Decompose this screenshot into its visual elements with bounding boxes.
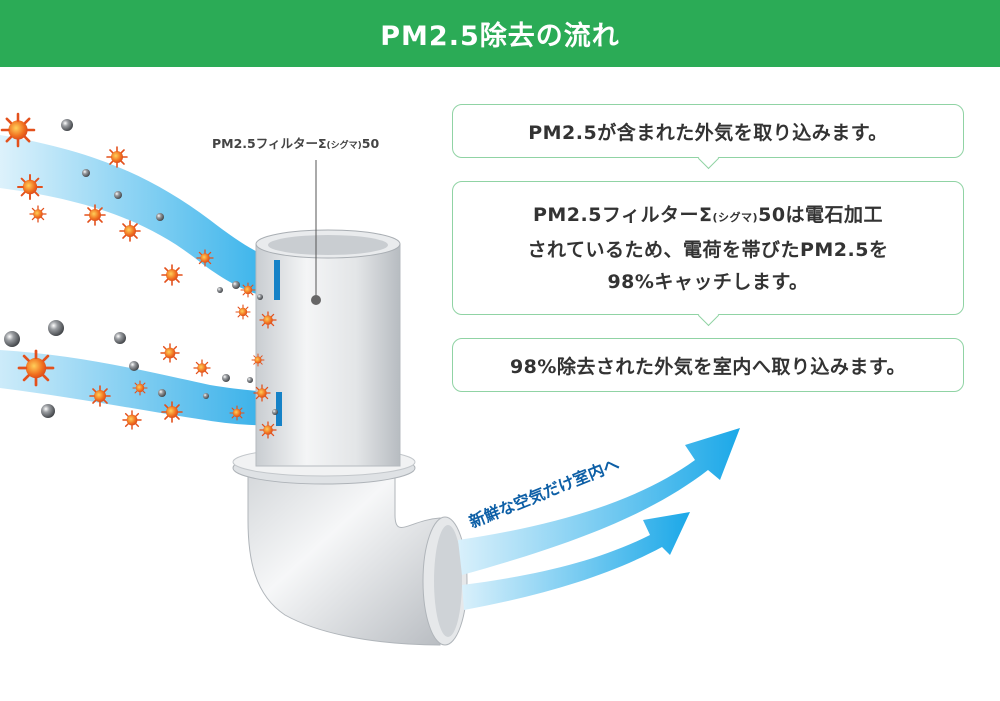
upper-inlet bbox=[274, 260, 280, 300]
dust-particles bbox=[4, 119, 278, 418]
step-2-line-3: 98%キャッチします。 bbox=[607, 270, 809, 293]
elbow-pipe bbox=[247, 469, 441, 646]
filter-pointer-dot bbox=[311, 295, 321, 305]
step-3-callout: 98%除去された外気を室内へ取り込みます。 bbox=[452, 338, 964, 392]
upper-air-stream bbox=[0, 135, 280, 300]
filter-pipe bbox=[255, 243, 401, 467]
step-1-text: PM2.5が含まれた外気を取り込みます。 bbox=[528, 121, 888, 144]
step-2-line-2: されているため、電荷を帯びたPM2.5を bbox=[527, 238, 889, 261]
page-title: PM2.5除去の流れ bbox=[0, 0, 1000, 67]
lower-inlet bbox=[276, 392, 282, 426]
step-2-line-1: PM2.5フィルターΣ(シグマ)50は電石加工 bbox=[532, 203, 884, 226]
step-1-callout: PM2.5が含まれた外気を取り込みます。 bbox=[452, 104, 964, 170]
fresh-air-arrow-upper bbox=[458, 428, 740, 575]
pm25-flow-diagram: 新鮮な空気だけ室内へ bbox=[0, 112, 740, 646]
fresh-air-arrow-lower bbox=[462, 512, 690, 610]
filter-label: PM2.5フィルターΣ(シグマ)50 bbox=[212, 136, 380, 151]
step-3-text: 98%除去された外気を室内へ取り込みます。 bbox=[509, 355, 907, 378]
step-2-callout: PM2.5フィルターΣ(シグマ)50は電石加工 されているため、電荷を帯びたPM… bbox=[452, 181, 964, 327]
